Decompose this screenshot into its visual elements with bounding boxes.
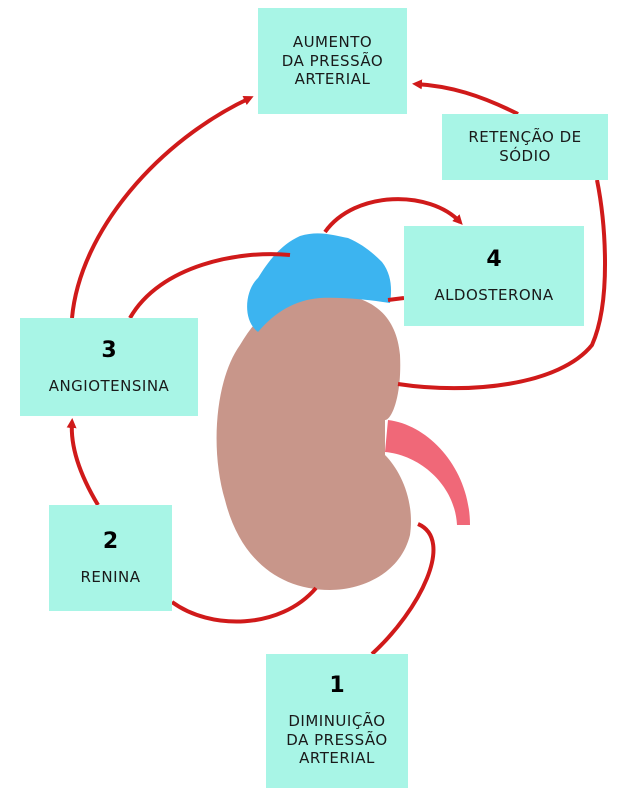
box-aumento-label: AUMENTO DA PRESSÃO ARTERIAL (281, 32, 384, 89)
arrow-angiotensina-to-adrenal (128, 252, 291, 319)
box-renina-number: 2 (102, 528, 119, 554)
box-angiotensina-number: 3 (101, 337, 117, 363)
arrow-adrenal-to-aldosterona (323, 197, 463, 234)
box-diminuicao-label: DIMINUIÇÃO DA PRESSÃO ARTERIAL (286, 711, 388, 768)
box-renina: 2 RENINA (49, 505, 172, 611)
arrow-kidney-to-retencao (397, 179, 607, 391)
box-retencao-label: RETENÇÃO DE SÓDIO (468, 128, 582, 165)
ureter (385, 420, 470, 525)
box-aumento-pressao: AUMENTO DA PRESSÃO ARTERIAL (258, 8, 407, 114)
arrow-kidney-to-renina (170, 586, 318, 624)
kidney (216, 294, 411, 590)
box-diminuicao-pressao: 1 DIMINUIÇÃO DA PRESSÃO ARTERIAL (266, 654, 408, 788)
box-angiotensina-label: ANGIOTENSINA (48, 376, 170, 395)
box-aldosterona-label: ALDOSTERONA (434, 285, 554, 304)
arrow-angiotensina-to-aumento (70, 96, 254, 319)
box-aldosterona: 4 ALDOSTERONA (404, 226, 584, 326)
adrenal-gland (247, 233, 392, 332)
box-aldosterona-number: 4 (486, 246, 502, 272)
box-renina-label: RENINA (80, 567, 141, 586)
box-angiotensina: 3 ANGIOTENSINA (20, 318, 198, 416)
arrow-retencao-to-aumento (412, 79, 519, 116)
arrow-renina-to-angiotensina (66, 418, 100, 507)
box-diminuicao-number: 1 (329, 672, 345, 698)
arrow-diminuicao-to-kidney (370, 522, 436, 656)
box-retencao-sodio: RETENÇÃO DE SÓDIO (442, 114, 608, 180)
arrow-kidney-to-aldosterona (387, 296, 405, 302)
